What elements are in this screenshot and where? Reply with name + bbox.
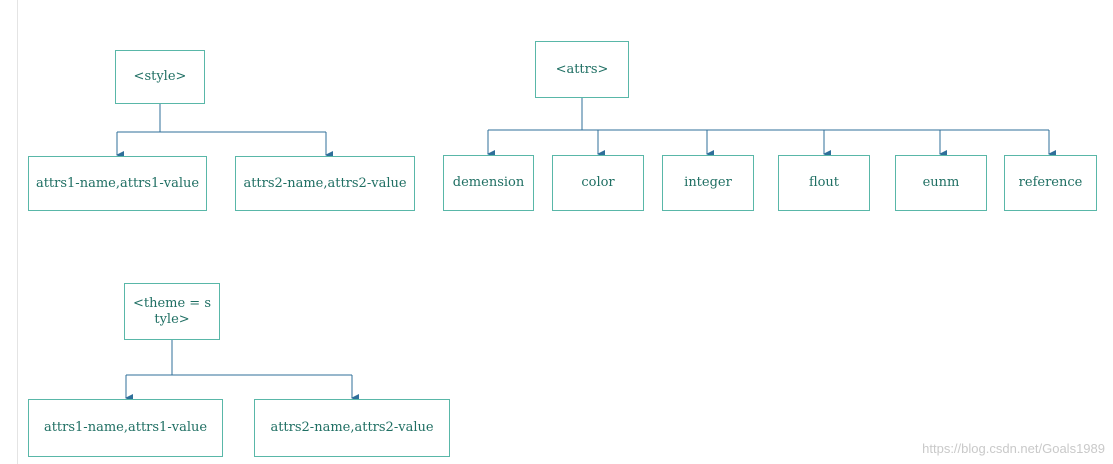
attrs-child-flout: flout bbox=[778, 155, 870, 211]
theme-tree-connectors bbox=[125, 340, 359, 402]
attrs-child-reference: reference bbox=[1004, 155, 1097, 211]
attrs-root-node: <attrs> bbox=[535, 41, 629, 98]
attrs-child-demension: demension bbox=[443, 155, 534, 211]
attrs-child-color: color bbox=[552, 155, 644, 211]
style-child-node-1: attrs1-name,attrs1-value bbox=[28, 156, 207, 211]
theme-child-node-2: attrs2-name,attrs2-value bbox=[254, 399, 450, 457]
attrs-child-eunm: eunm bbox=[895, 155, 987, 211]
attrs-tree-connectors bbox=[487, 98, 1056, 158]
style-tree-connectors bbox=[116, 104, 333, 159]
left-divider bbox=[17, 0, 18, 464]
theme-child-node-1: attrs1-name,attrs1-value bbox=[28, 399, 223, 457]
watermark-text: https://blog.csdn.net/Goals1989 bbox=[922, 441, 1105, 456]
style-root-node: <style> bbox=[115, 50, 205, 104]
theme-root-node: <theme = style> bbox=[124, 283, 220, 340]
style-child-node-2: attrs2-name,attrs2-value bbox=[235, 156, 415, 211]
attrs-child-integer: integer bbox=[662, 155, 754, 211]
